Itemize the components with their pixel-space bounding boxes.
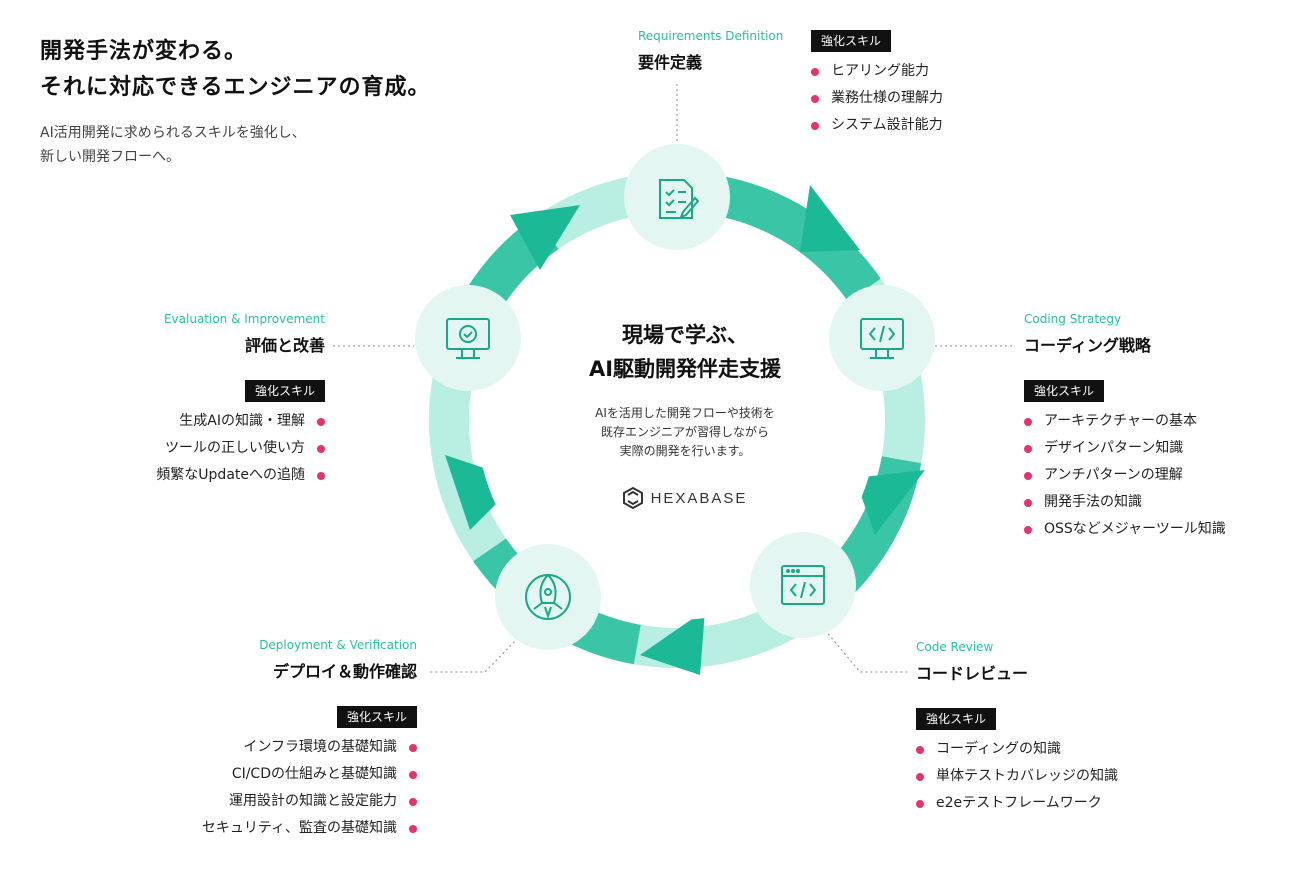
lead-line-1: AI活用開発に求められるスキルを強化し、 [40,125,306,141]
bullet-dot [317,444,325,453]
arrowhead-2 [855,470,925,535]
center-disk [477,220,877,620]
skill-item: コーディングの知識 [916,736,1118,763]
skill-badge: 強化スキル [1024,380,1105,402]
skill-item: セキュリティ、監査の基礎知識 [202,815,417,842]
monitor-code-icon [860,318,904,359]
center-content: 現場で学ぶ、 AI駆動開発伴走支援 AIを活用した開発フローや技術を 既存エンジ… [535,318,835,509]
leader-deployment [430,637,519,673]
bullet-dot [916,745,924,754]
bullet-dot [916,772,924,781]
skill-item: CI/CDの仕組みと基礎知識 [202,761,417,788]
bullet-dot [409,743,417,752]
bullet-dot [1024,417,1032,426]
bullet-dot [811,67,819,76]
stage-requirements-ja: 要件定義 [638,53,703,72]
center-desc-1: AIを活用した開発フローや技術を [595,406,775,420]
stage-coding-en: Coding Strategy [1024,312,1122,326]
bullet-dot [916,799,924,808]
stage-evaluation-en: Evaluation & Improvement [163,312,325,326]
bullet-dot [409,770,417,779]
skill-badge: 強化スキル [244,380,325,402]
stage-requirements-skills: 強化スキル ヒアリング能力 業務仕様の理解力 システム設計能力 [811,30,943,139]
logo-text: HEXABASE [650,489,748,507]
stage-evaluation-ja: 評価と改善 [244,336,325,355]
monitor-check-icon [446,318,490,359]
leader-lines [333,84,1015,673]
stage-review-ja: コードレビュー [916,664,1029,683]
node-coding [829,285,935,391]
leader-review [824,629,908,673]
skill-item: 生成AIの知識・理解 [156,408,325,435]
bullet-dot [1024,498,1032,507]
skill-badge: 強化スキル [916,708,997,730]
skill-item: アンチパターンの理解 [1024,462,1226,489]
node-review [750,532,856,638]
lead-text: AI活用開発に求められるスキルを強化し、 新しい開発フローへ。 [40,121,306,169]
stage-deployment-en: Deployment & Verification [259,638,417,652]
skill-item: e2eテストフレームワーク [916,790,1118,817]
stage-coding-ja: コーディング戦略 [1024,336,1151,355]
skill-item: インフラ環境の基礎知識 [202,734,417,761]
rocket-icon [525,573,571,620]
stage-review: Code Review コードレビュー 強化スキル コーディングの知識 単体テス… [916,640,1118,817]
center-title-2: AI駆動開発伴走支援 [588,357,782,381]
arrowhead-3 [640,610,705,675]
skill-item: OSSなどメジャーツール知識 [1024,516,1226,543]
skill-item: 頻繁なUpdateへの追随 [156,462,325,489]
stage-requirements-en: Requirements Definition [638,29,784,43]
hexabase-logo: HEXABASE [535,487,835,509]
bullet-dot [811,94,819,103]
lead-line-2: 新しい開発フローへ。 [40,149,180,165]
bullet-dot [409,797,417,806]
skill-badge: 強化スキル [811,30,892,52]
bullet-dot [1024,471,1032,480]
hexagon-logo-icon [622,487,643,509]
arrowhead-1 [800,185,860,252]
center-title-1: 現場で学ぶ、 [622,323,748,347]
skill-item: システム設計能力 [811,112,943,139]
arrowhead-5 [510,205,580,270]
stage-coding: Coding Strategy コーディング戦略 強化スキル アーキテクチャーの… [1024,312,1226,543]
stage-review-en: Code Review [916,640,994,654]
node-evaluation [415,285,521,391]
bullet-dot [1024,525,1032,534]
center-desc-2: 既存エンジニアが習得しながら [600,425,769,439]
bullet-dot [317,471,325,480]
center-desc-3: 実際の開発を行います。 [619,444,751,458]
bullet-dot [811,121,819,130]
skill-item: 開発手法の知識 [1024,489,1226,516]
stage-deployment-ja: デプロイ＆動作確認 [272,662,417,681]
bullet-dot [1024,444,1032,453]
skill-item: ヒアリング能力 [811,58,943,85]
headline-line-2: それに対応できるエンジニアの育成。 [40,75,431,100]
headline-line-1: 開発手法が変わる。 [40,39,248,64]
node-requirements [624,144,730,250]
skill-item: ツールの正しい使い方 [156,435,325,462]
document-checklist-icon [659,179,700,219]
skill-item: 単体テストカバレッジの知識 [916,763,1118,790]
stage-requirements-heading: Requirements Definition 要件定義 [638,29,783,73]
skill-item: アーキテクチャーの基本 [1024,408,1226,435]
bullet-dot [317,417,325,426]
skill-item: 業務仕様の理解力 [811,85,943,112]
skill-badge: 強化スキル [336,706,417,728]
stage-deployment: Deployment & Verification デプロイ＆動作確認 強化スキ… [202,638,417,842]
center-description: AIを活用した開発フローや技術を 既存エンジニアが習得しながら 実際の開発を行い… [535,404,835,461]
skill-item: デザインパターン知識 [1024,435,1226,462]
browser-code-icon [781,565,825,605]
skill-item: 運用設計の知識と設定能力 [202,788,417,815]
bullet-dot [409,824,417,833]
headline: 開発手法が変わる。 それに対応できるエンジニアの育成。 [40,34,431,106]
stage-evaluation: Evaluation & Improvement 評価と改善 強化スキル 生成A… [156,312,325,489]
node-deployment [495,544,601,650]
